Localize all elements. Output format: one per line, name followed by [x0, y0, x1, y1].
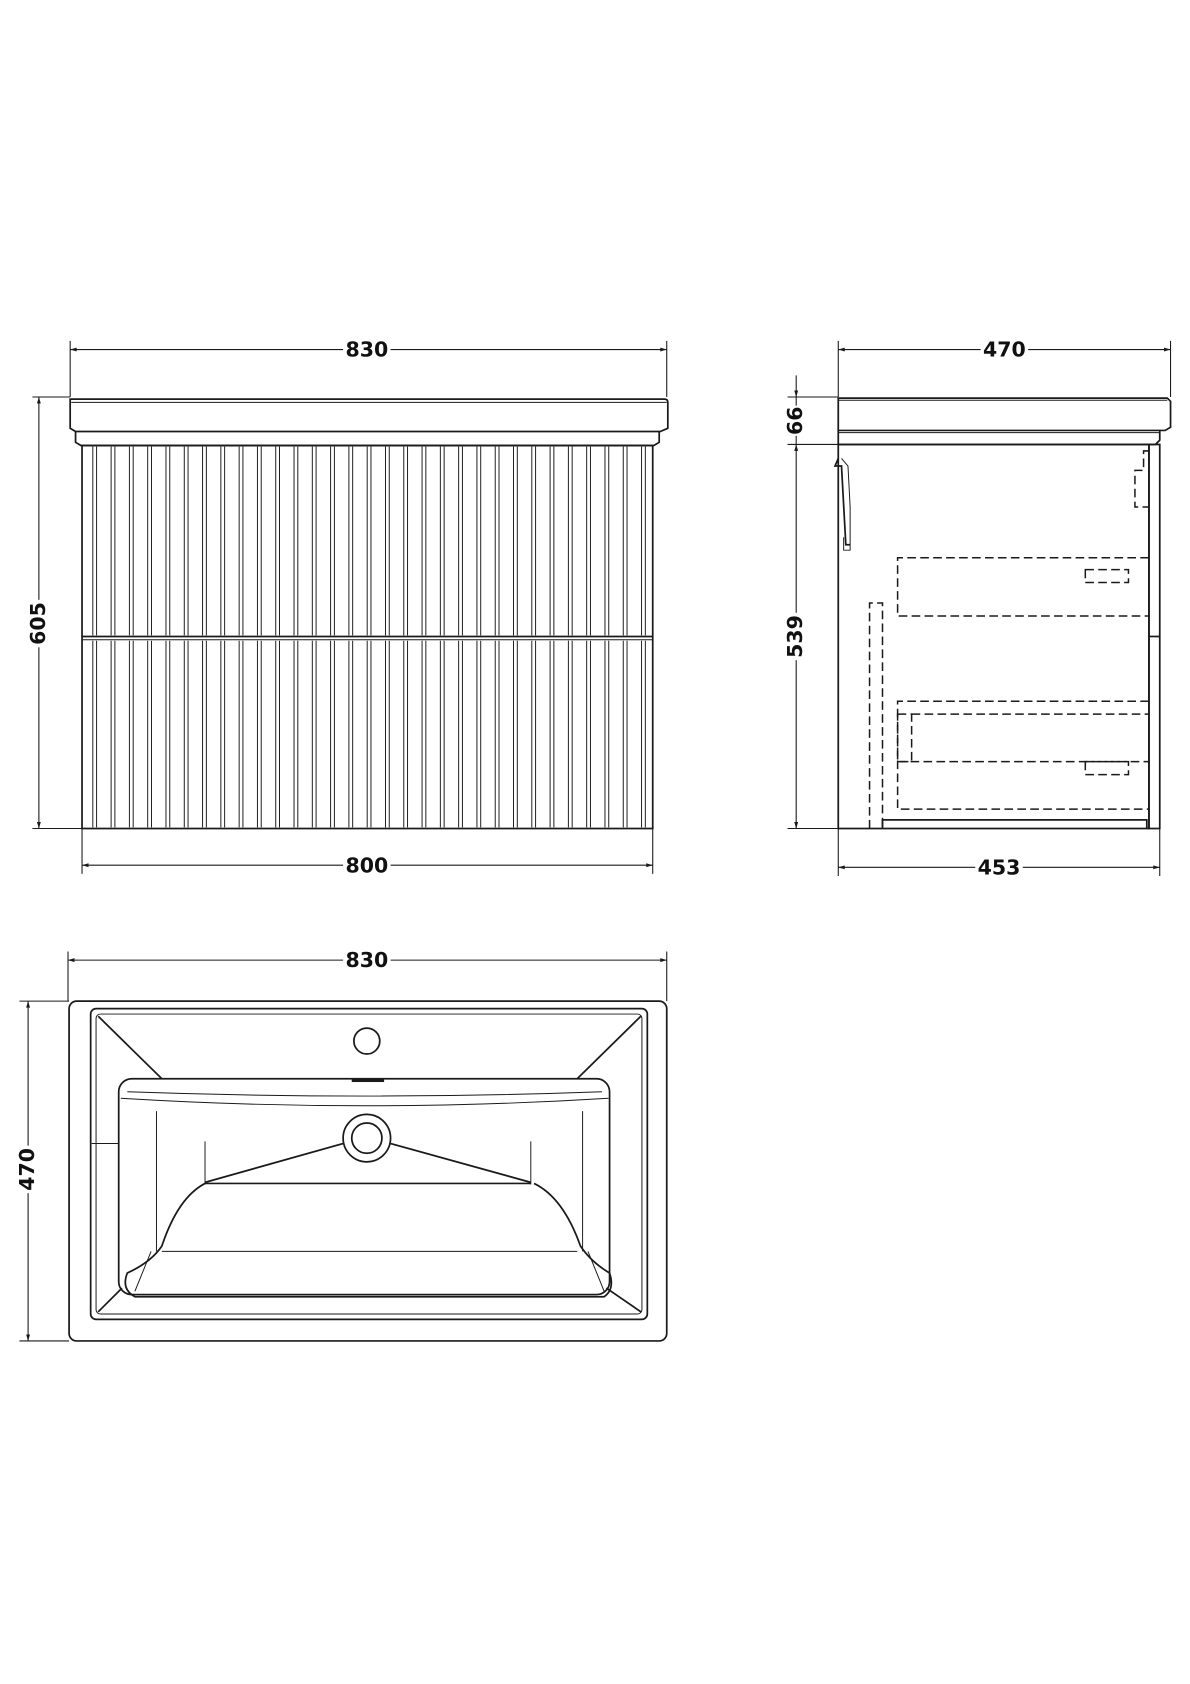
lower-drawer-box — [896, 700, 1149, 810]
top-view: 830 470 — [15, 947, 668, 1342]
basin-side — [837, 397, 1172, 432]
dimension-label-front-width: 830 — [345, 338, 388, 362]
rear-rail — [1134, 450, 1149, 508]
wall-hanger-bracket — [833, 458, 851, 546]
dimension-label-side-depth: 470 — [983, 338, 1026, 362]
dimension-label-top-width: 830 — [345, 948, 388, 972]
basin-rim — [89, 1007, 649, 1321]
waste-outlet — [342, 1113, 392, 1163]
upper-drawer-box — [896, 556, 1149, 617]
dimension-label-cabinet-depth: 453 — [978, 855, 1021, 879]
tap-hole — [353, 1027, 381, 1055]
upper-drawer-runner — [1084, 568, 1130, 584]
dimension-label-basin-height: 66 — [783, 406, 807, 435]
basin-bowl — [117, 1077, 611, 1296]
fluted-drawer-fronts — [92, 446, 646, 828]
cabinet-side — [837, 443, 1150, 830]
waste-trap — [868, 602, 884, 829]
dimension-label-cabinet-width: 800 — [345, 853, 388, 877]
overflow-slot — [351, 1078, 385, 1083]
dimension-label-top-depth: 470 — [15, 1148, 39, 1191]
basin-lip — [74, 431, 661, 447]
side-view: 470 66 539 453 — [783, 336, 1172, 881]
cabinet-base — [881, 819, 1148, 829]
front-view: 830 605 800 — [26, 336, 669, 879]
basin-front — [69, 398, 669, 433]
lower-drawer-runner — [1084, 760, 1130, 776]
dimension-label-cabinet-height: 539 — [783, 615, 807, 658]
dimension-label-total-height: 605 — [26, 602, 50, 645]
basin-slope-lines — [204, 1142, 532, 1184]
basin-floor — [124, 1182, 613, 1298]
basin-outline — [68, 1000, 668, 1342]
